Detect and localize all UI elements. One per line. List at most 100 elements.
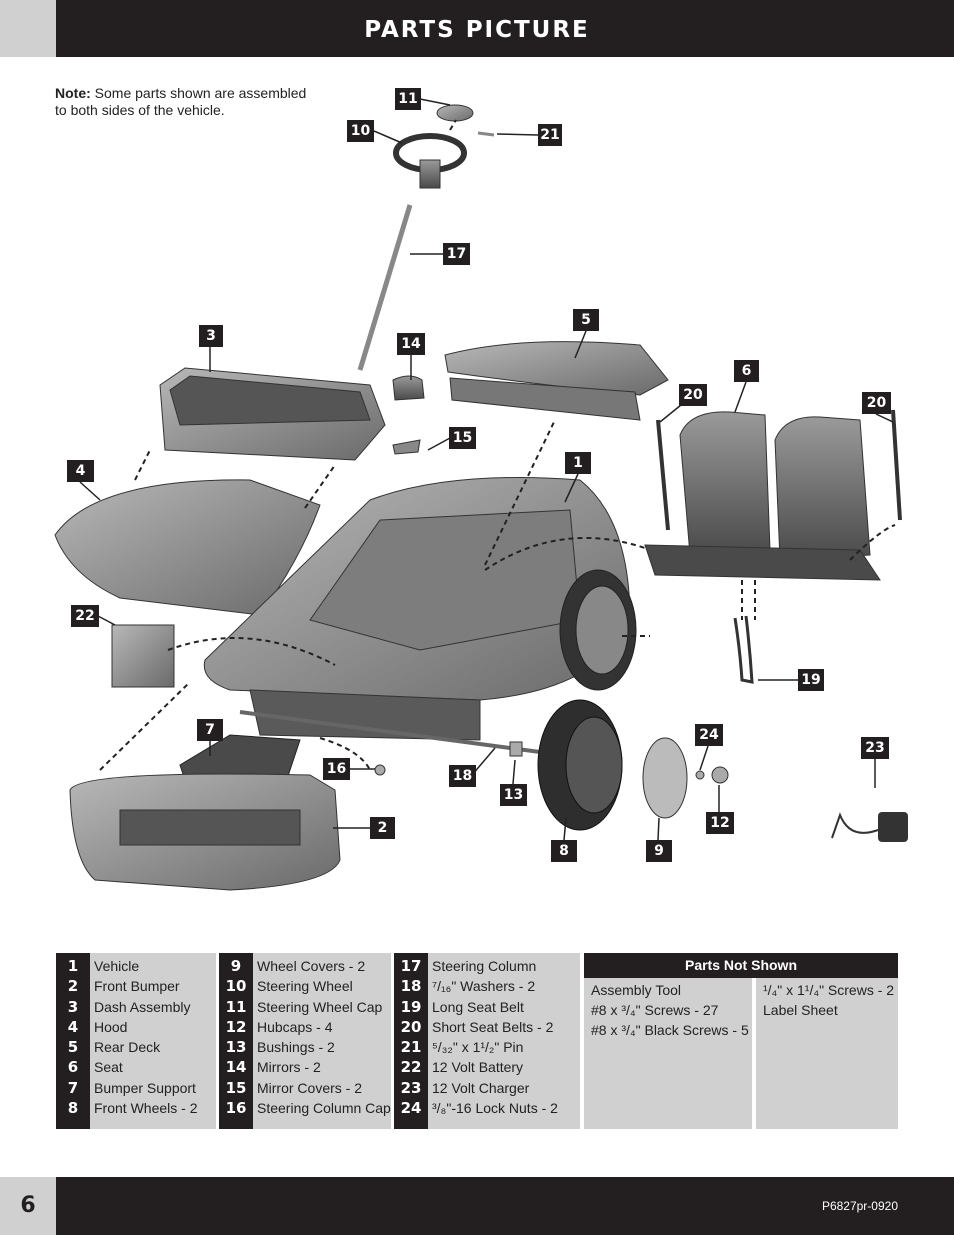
page-title: PARTS PICTURE xyxy=(364,17,590,43)
parts-not-shown-title: Parts Not Shown xyxy=(584,953,898,978)
part-number: 3 xyxy=(67,998,79,1016)
callout-8: 8 xyxy=(551,840,577,862)
part-name: Bumper Support xyxy=(94,1080,196,1096)
callout-16: 16 xyxy=(323,758,350,780)
header-grey-tab xyxy=(0,0,56,57)
part-number: 10 xyxy=(225,977,247,995)
part-name: Front Wheels - 2 xyxy=(94,1100,198,1116)
front-bumper-shape xyxy=(69,773,341,891)
part-name: Rear Deck xyxy=(94,1039,161,1055)
part-number: 9 xyxy=(230,957,242,975)
battery-shape xyxy=(111,624,175,688)
pin-shape xyxy=(477,131,495,137)
part-number: 5 xyxy=(67,1038,79,1056)
callout-15: 15 xyxy=(449,427,476,449)
parts-column-1: 1 Vehicle 2 Front Bumper 3 Dash Assembly… xyxy=(56,953,216,1129)
assembly-note: Note: Some parts shown are assembled to … xyxy=(55,85,315,119)
part-name: Front Bumper xyxy=(94,978,180,994)
callout-2: 2 xyxy=(370,817,395,839)
mirror-cover-shape xyxy=(392,439,421,455)
part-name: Mirrors - 2 xyxy=(257,1059,321,1075)
wheel-cover-shape xyxy=(642,737,688,819)
vehicle-body-shape xyxy=(203,477,631,741)
not-shown-item: ¹/₄" x 1¹/₄" Screws - 2 xyxy=(763,982,895,998)
callout-14: 14 xyxy=(397,333,425,355)
not-shown-item: #8 x ³/₄" Screws - 27 xyxy=(591,1002,719,1018)
exploded-parts-diagram xyxy=(54,98,908,891)
part-name: Vehicle xyxy=(94,958,140,974)
callout-22: 22 xyxy=(71,605,99,627)
lock-nut-shape xyxy=(695,770,705,780)
part-number: 15 xyxy=(225,1079,247,1097)
axle-shape xyxy=(239,710,541,754)
parts-not-shown-left: Assembly Tool #8 x ³/₄" Screws - 27 #8 x… xyxy=(584,978,752,1129)
part-number: 19 xyxy=(400,998,422,1016)
part-name: Short Seat Belts - 2 xyxy=(432,1019,554,1035)
part-number: 8 xyxy=(67,1099,79,1117)
callout-1: 1 xyxy=(565,452,591,474)
part-number: 14 xyxy=(225,1058,247,1076)
footer-grey-tab xyxy=(0,1177,56,1235)
charger-shape xyxy=(831,812,908,842)
bushing-shape xyxy=(509,741,523,757)
parts-not-shown-right: ¹/₄" x 1¹/₄" Screws - 2 Label Sheet xyxy=(756,978,898,1129)
callout-11: 11 xyxy=(395,88,421,110)
part-name: Steering Column Cap xyxy=(257,1100,391,1116)
part-number: 1 xyxy=(67,957,79,975)
part-number: 12 xyxy=(225,1018,247,1036)
assembly-guide-lines xyxy=(99,119,896,771)
part-name: Dash Assembly xyxy=(94,999,191,1015)
part-name: Steering Wheel Cap xyxy=(257,999,383,1015)
part-number: 21 xyxy=(400,1038,422,1056)
part-name: Steering Column xyxy=(432,958,537,974)
document-code: P6827pr-0920 xyxy=(821,1199,898,1213)
part-number: 2 xyxy=(67,977,79,995)
callout-5: 5 xyxy=(573,309,599,331)
not-shown-item: Label Sheet xyxy=(763,1002,838,1018)
part-name: Seat xyxy=(94,1059,123,1075)
part-number: 7 xyxy=(67,1079,79,1097)
callout-leader-lines xyxy=(79,98,894,841)
callout-21: 21 xyxy=(538,124,562,146)
callout-3: 3 xyxy=(199,325,223,347)
callout-4: 4 xyxy=(67,460,94,482)
part-number: 16 xyxy=(225,1099,247,1117)
rear-deck-shape xyxy=(444,341,669,421)
part-number: 17 xyxy=(400,957,422,975)
callout-17: 17 xyxy=(443,243,470,265)
not-shown-item: Assembly Tool xyxy=(591,982,682,998)
part-name: Bushings - 2 xyxy=(257,1039,335,1055)
callout-20-right: 20 xyxy=(862,392,891,414)
not-shown-item: #8 x ³/₄" Black Screws - 5 xyxy=(591,1022,749,1038)
callout-24: 24 xyxy=(695,724,723,746)
callout-7: 7 xyxy=(197,719,223,741)
dash-assembly-shape xyxy=(159,367,386,461)
part-number: 22 xyxy=(400,1058,422,1076)
callout-6: 6 xyxy=(734,360,759,382)
front-wheel-shape xyxy=(537,699,623,831)
part-number: 13 xyxy=(225,1038,247,1056)
callout-9: 9 xyxy=(646,840,672,862)
hubcap-shape xyxy=(711,766,729,784)
part-number: 6 xyxy=(67,1058,79,1076)
part-number: 23 xyxy=(400,1079,422,1097)
part-name: ³/₈"-16 Lock Nuts - 2 xyxy=(432,1100,558,1116)
footer-bar xyxy=(56,1177,954,1235)
short-seat-belt-right xyxy=(891,409,902,521)
rear-wheel-shape xyxy=(559,569,637,691)
header-bar xyxy=(56,0,954,57)
part-name: ⁵/₃₂" x 1¹/₂" Pin xyxy=(432,1039,524,1055)
part-name: 12 Volt Battery xyxy=(432,1059,524,1075)
callout-20-left: 20 xyxy=(679,384,707,406)
callout-12: 12 xyxy=(706,812,734,834)
part-name: Long Seat Belt xyxy=(432,999,524,1015)
part-number: 18 xyxy=(400,977,422,995)
part-name: Hood xyxy=(94,1019,128,1035)
callout-10: 10 xyxy=(347,120,374,142)
part-name: Steering Wheel xyxy=(257,978,353,994)
steering-wheel-cap-shape xyxy=(436,104,474,122)
callout-23: 23 xyxy=(861,737,889,759)
steering-column-cap-shape xyxy=(374,764,386,776)
part-name: Wheel Covers - 2 xyxy=(257,958,366,974)
callout-18: 18 xyxy=(449,765,476,787)
